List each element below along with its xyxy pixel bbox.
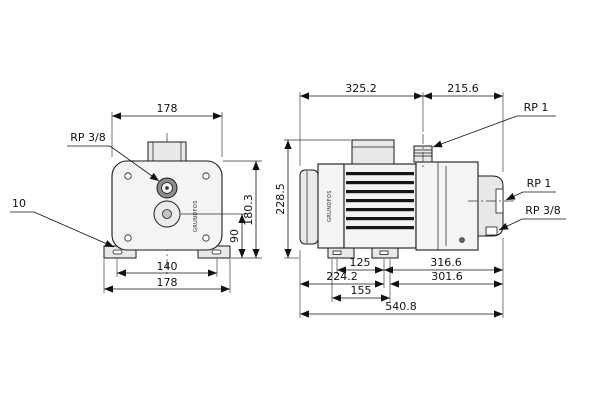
- fill-port-center: [165, 186, 169, 190]
- fan-cover: [299, 169, 319, 245]
- right-foot-slot: [211, 249, 222, 255]
- front-plate-label: 10: [12, 197, 26, 210]
- bolt-hole: [202, 172, 210, 180]
- motor-fins: [346, 172, 414, 230]
- left-foot-slot: [112, 249, 123, 255]
- bolt-hole: [202, 234, 210, 242]
- dim-front-height-center: 90: [228, 229, 241, 243]
- dim-front-top-width: 178: [157, 102, 178, 115]
- side-view: GRUNDFOS: [274, 82, 566, 318]
- bolt-hole: [124, 172, 132, 180]
- side-drain-port-label: RP 3/8: [525, 204, 560, 217]
- dim-side-shaft-to-face: 301.6: [431, 270, 463, 283]
- dim-side-motor-length: 325.2: [345, 82, 377, 95]
- terminal-box-front: [147, 141, 187, 162]
- foot-slot: [379, 250, 389, 255]
- plug-detail: [459, 237, 465, 243]
- leader-line: [498, 218, 523, 231]
- dim-side-port-to-face: 215.6: [447, 82, 479, 95]
- side-end-port-label: RP 1: [527, 177, 552, 190]
- dim-side-bolt-spacing: 125: [350, 256, 371, 269]
- shaft-center: [162, 209, 172, 219]
- drain-plug: [485, 226, 498, 236]
- leader-line: [432, 115, 518, 148]
- bolt-hole: [124, 234, 132, 242]
- dim-side-bolt-to-face: 316.6: [430, 256, 462, 269]
- motor-rear-housing: [317, 163, 345, 249]
- front-port-label: RP 3/8: [70, 131, 105, 144]
- dim-front-height-total: 180.3: [242, 194, 255, 226]
- pump-head: [415, 161, 479, 251]
- motor-body: [343, 163, 417, 249]
- front-view: GRUNDFOS 178 RP 3/8 10 90 180.3 140 178: [10, 102, 262, 293]
- dim-side-height: 228.5: [274, 183, 287, 215]
- leader-line: [109, 145, 160, 182]
- leader-line: [505, 191, 524, 201]
- brand-mark: GRUNDFOS: [327, 190, 333, 222]
- dim-side-total-length: 540.8: [385, 300, 417, 313]
- foot-slot: [332, 250, 342, 255]
- dim-side-edge-to-bolt: 224.2: [326, 270, 358, 283]
- leader-line: [33, 211, 115, 248]
- dim-front-hole-spacing: 140: [157, 260, 178, 273]
- dim-side-foot-length: 155: [351, 284, 372, 297]
- brand-mark: GRUNDFOS: [193, 200, 199, 232]
- dim-front-base-width: 178: [157, 276, 178, 289]
- terminal-box: [351, 139, 395, 165]
- side-top-port-label: RP 1: [524, 101, 549, 114]
